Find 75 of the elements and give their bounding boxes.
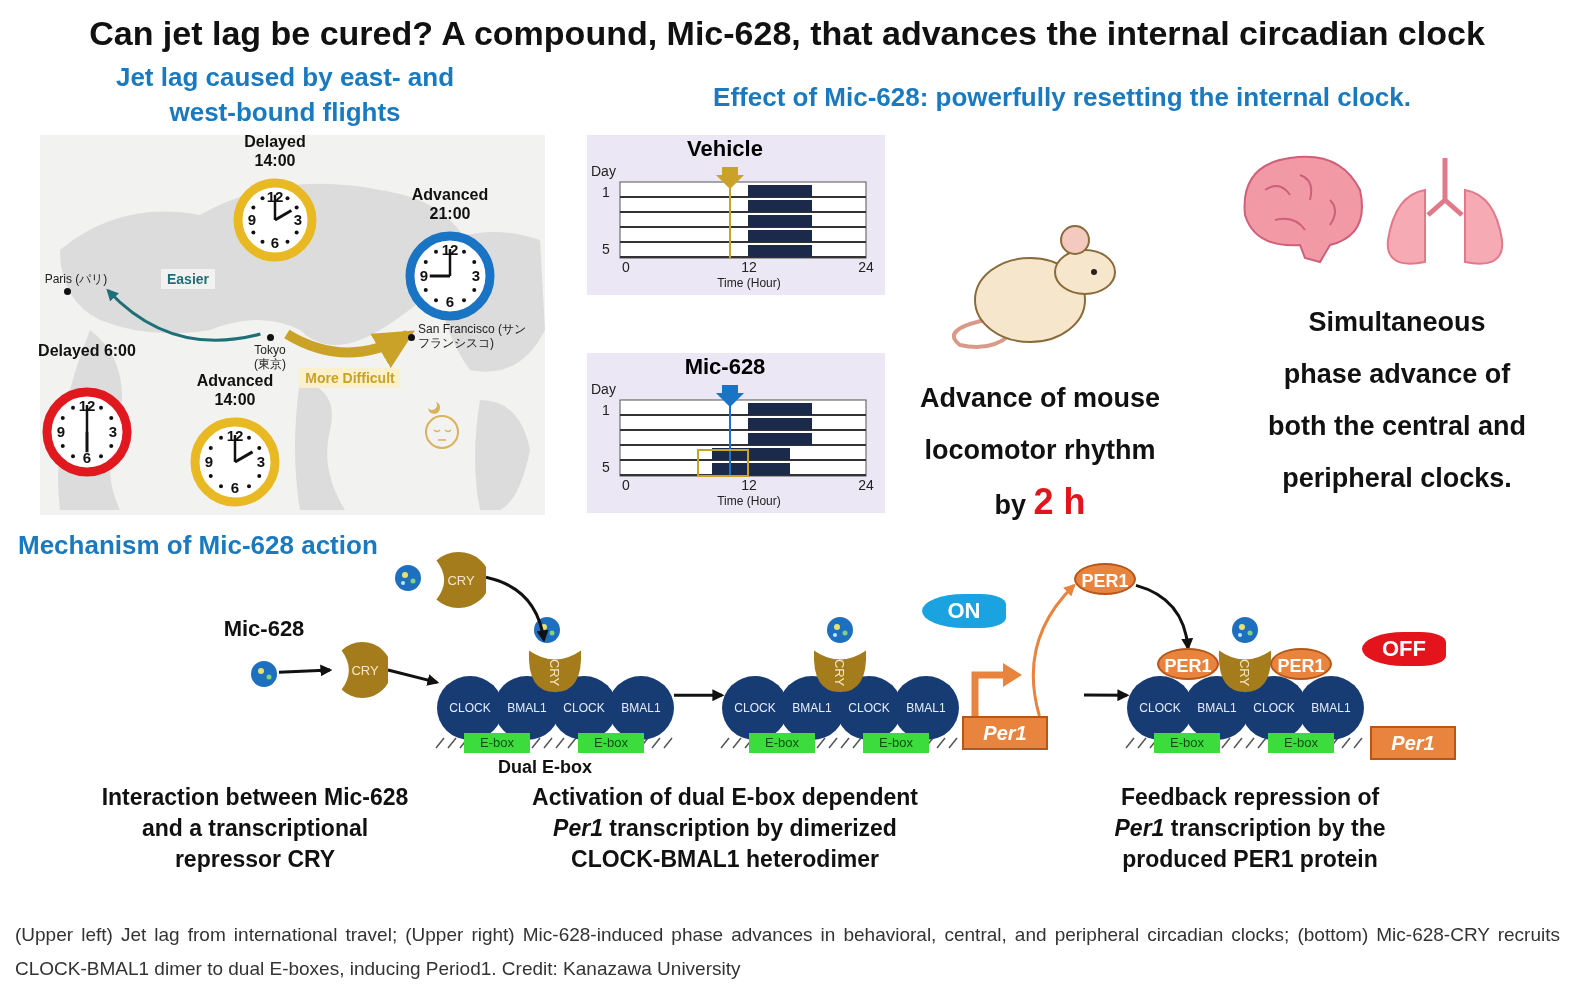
compound-name: Mic-628	[222, 616, 306, 642]
clock-time-label: Advanced 21:00	[410, 185, 490, 223]
clock-numeral: 6	[229, 480, 241, 496]
result-text: Advance of mouse locomotor rhythm by 2 h	[918, 382, 1162, 524]
arrow	[1031, 583, 1076, 717]
clock-numeral: 6	[444, 294, 456, 310]
arrow	[485, 575, 549, 643]
clock-numeral: 12	[440, 242, 460, 258]
clock-numeral: 9	[203, 454, 215, 470]
arrow	[106, 288, 261, 342]
clock-numeral: 12	[77, 398, 97, 414]
title: Can jet lag be cured? A compound, Mic-628, that advances the internal circadian clock	[88, 14, 1486, 53]
city-label: Tokyo (東京)	[246, 334, 294, 371]
clock-numeral: 3	[107, 424, 119, 440]
tick-label: 0	[621, 259, 631, 275]
arrow	[674, 689, 725, 702]
clock-numeral: 12	[225, 428, 245, 444]
caption: (Upper left) Jet lag from international travel; (Upper right) Mic-628-induced phase advances in behavioral, central, and peripheral circadian clocks; (bottom) Mic-628-CRY recruits CLOCK-BMAL1 dimer to dual E-boxes, inducing Period1. Credit: Kanazawa University	[15, 923, 1560, 981]
e-box-element: E-box	[1154, 733, 1220, 753]
status-banner: OFF	[1362, 632, 1446, 666]
tick-label: 1	[602, 184, 611, 200]
e-box-element: E-box	[863, 733, 929, 753]
gene-box: Per1	[962, 716, 1048, 750]
tick-label: 12	[740, 477, 758, 493]
tick-label: 5	[602, 459, 611, 475]
axis-label: Day	[591, 163, 617, 179]
result-text: Simultaneous phase advance of both the central and peripheral clocks.	[1267, 306, 1527, 495]
arrow	[1084, 689, 1130, 702]
axis-label: Time (Hour)	[716, 494, 782, 508]
edge-label: More Difficult	[299, 368, 401, 388]
clock-time-label: Delayed 6:00	[37, 341, 137, 360]
arrow	[1135, 583, 1193, 651]
per1-protein: PER1	[1270, 648, 1332, 680]
clock-time-label: Advanced 14:00	[195, 371, 275, 409]
city-label: Paris (パリ)	[44, 272, 108, 295]
status-banner: ON	[922, 594, 1006, 628]
tick-label: 12	[740, 259, 758, 275]
clock-numeral: 9	[55, 424, 67, 440]
section-heading: Mechanism of Mic-628 action	[18, 529, 379, 562]
thick-arrow	[284, 329, 416, 368]
e-box-element: E-box	[464, 733, 530, 753]
tick-label: 24	[857, 477, 875, 493]
section-heading: Jet lag caused by east- and west-bound flights	[114, 61, 456, 129]
clock-numeral: 3	[255, 454, 267, 470]
complex-label: Dual E-box	[497, 757, 593, 778]
axis-label: Time (Hour)	[716, 276, 782, 290]
panel-title: Mic-628	[683, 354, 767, 380]
e-box-element: E-box	[578, 733, 644, 753]
tick-label: 1	[602, 402, 611, 418]
arrow	[387, 668, 440, 686]
edge-label: Easier	[161, 269, 215, 289]
clock-numeral: 6	[81, 450, 93, 466]
step-description: Feedback repression of Per1 transcription by the produced PER1 protein	[1113, 783, 1387, 874]
clock-numeral: 6	[269, 235, 281, 251]
section-heading: Effect of Mic-628: powerfully resetting the internal clock.	[712, 81, 1412, 114]
clock-numeral: 12	[265, 189, 285, 205]
clock-numeral: 3	[470, 268, 482, 284]
per1-protein: PER1	[1074, 563, 1136, 595]
arrow	[278, 664, 333, 677]
tick-label: 5	[602, 241, 611, 257]
city-label: San Francisco (サンフランシスコ)	[408, 322, 536, 350]
e-box-element: E-box	[1268, 733, 1334, 753]
clock-numeral: 9	[246, 212, 258, 228]
step-description: Interaction between Mic-628 and a transcriptional repressor CRY	[100, 783, 410, 874]
step-description: Activation of dual E-box dependent Per1 transcription by dimerized CLOCK-BMAL1 heterodimer	[531, 783, 919, 874]
e-box-element: E-box	[749, 733, 815, 753]
panel-title: Vehicle	[686, 136, 764, 162]
clock-numeral: 9	[418, 268, 430, 284]
per1-protein: PER1	[1157, 648, 1219, 680]
tick-label: 0	[621, 477, 631, 493]
gene-box: Per1	[1370, 726, 1456, 760]
clock-time-label: Delayed 14:00	[243, 132, 307, 170]
axis-label: Day	[591, 381, 617, 397]
clock-numeral: 3	[292, 212, 304, 228]
tick-label: 24	[857, 259, 875, 275]
